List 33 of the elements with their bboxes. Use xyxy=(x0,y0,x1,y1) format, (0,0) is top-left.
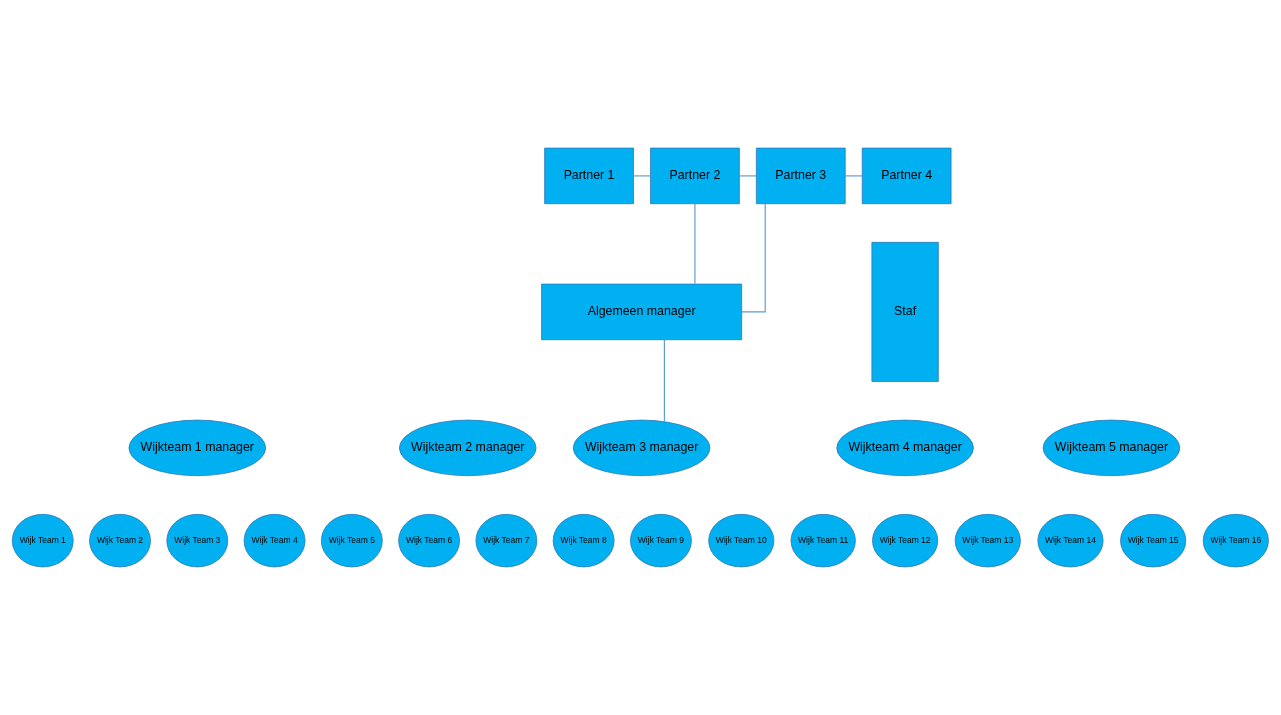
node-box: Partner 1 xyxy=(544,147,634,205)
node-ellipse: Wijk Team 11 xyxy=(790,513,856,568)
node-ellipse: Wijk Team 4 xyxy=(243,513,306,568)
connector xyxy=(844,175,863,177)
node-ellipse: Wijkteam 2 manager xyxy=(399,419,537,477)
node-ellipse: Wijk Team 8 xyxy=(552,513,615,568)
connector xyxy=(741,203,766,313)
connector xyxy=(663,339,665,423)
node-ellipse: Wijk Team 16 xyxy=(1202,513,1269,568)
node-ellipse: Wijk Team 12 xyxy=(872,513,939,568)
node-ellipse: Wijkteam 4 manager xyxy=(836,419,974,477)
node-ellipse: Wijk Team 7 xyxy=(475,513,538,568)
node-ellipse: Wijk Team 9 xyxy=(630,513,692,568)
node-ellipse: Wijk Team 1 xyxy=(11,513,74,568)
node-ellipse: Wijk Team 15 xyxy=(1120,513,1187,568)
connector xyxy=(633,175,651,177)
node-ellipse: Wijk Team 14 xyxy=(1037,513,1104,568)
node-box: Partner 4 xyxy=(861,147,952,205)
node-box: Staf xyxy=(871,241,939,382)
node-ellipse: Wijkteam 3 manager xyxy=(572,419,711,477)
node-box: Partner 3 xyxy=(755,147,846,205)
node-box: Partner 2 xyxy=(650,147,740,205)
node-ellipse: Wijk Team 13 xyxy=(954,513,1021,568)
node-ellipse: Wijkteam 5 manager xyxy=(1042,419,1181,477)
node-box: Algemeen manager xyxy=(541,283,743,341)
node-ellipse: Wijk Team 3 xyxy=(166,513,229,568)
node-ellipse: Wijk Team 2 xyxy=(89,513,151,568)
node-ellipse: Wijk Team 6 xyxy=(398,513,460,568)
connector xyxy=(694,203,696,285)
node-ellipse: Wijkteam 1 manager xyxy=(128,419,266,477)
connector xyxy=(738,175,757,177)
node-ellipse: Wijk Team 10 xyxy=(708,513,775,568)
node-ellipse: Wijk Team 5 xyxy=(320,513,383,568)
